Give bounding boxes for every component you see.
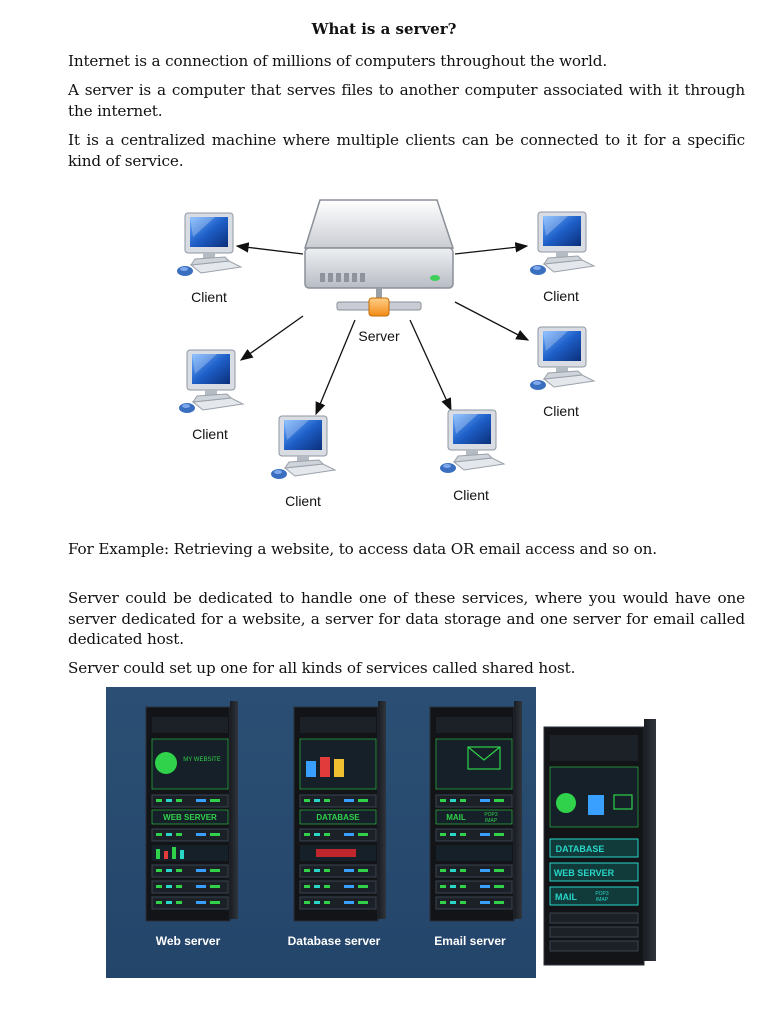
imap-panel-label: IMAP <box>485 818 498 824</box>
paragraph-shared-host: Server could set up one for all kinds of… <box>68 659 576 677</box>
page-title: What is a server? <box>311 20 457 38</box>
client-top-left: Client <box>176 212 242 305</box>
paragraph-dedicated-host: Server could be dedicated to handle one … <box>68 589 745 648</box>
email-server-rack: MAIL POP3 IMAP Email server <box>429 701 522 948</box>
web-server-caption: Web server <box>156 934 221 948</box>
client-top-right: Client <box>529 211 595 304</box>
database-panel-label: DATABASE <box>316 813 360 822</box>
client-label: Client <box>543 288 579 304</box>
shared-host-rack: DATABASE WEB SERVER MAIL POP3 IMAP <box>536 687 662 978</box>
client-label: Client <box>285 493 321 509</box>
client-bottom-right: Client <box>439 409 505 503</box>
shared-imap-label: IMAP <box>596 897 609 903</box>
paragraph-internet: Internet is a connection of millions of … <box>68 52 607 70</box>
shared-mail-label: MAIL <box>555 892 577 902</box>
paragraph-example: For Example: Retrieving a website, to ac… <box>68 540 657 558</box>
server-icon <box>303 199 455 317</box>
pop3-panel-label: POP3 <box>484 812 498 818</box>
database-server-rack: DATABASE Database server <box>288 701 386 948</box>
client-label: Client <box>543 403 579 419</box>
web-server-rack: MY WEBSITE WEB SERVER Web server <box>145 701 238 948</box>
shared-pop3-label: POP3 <box>595 891 609 897</box>
client-label: Client <box>192 426 228 442</box>
email-server-caption: Email server <box>434 934 506 948</box>
client-server-diagram: Server Client Client Client Client <box>176 199 595 509</box>
client-bottom-left: Client <box>270 415 336 509</box>
server-racks-illustration: MY WEBSITE WEB SERVER Web server DATABAS <box>106 687 662 978</box>
mail-panel-label: MAIL <box>446 813 466 822</box>
client-label: Client <box>453 487 489 503</box>
web-server-panel-label: WEB SERVER <box>163 813 217 822</box>
database-server-caption: Database server <box>288 934 381 948</box>
shared-database-label: DATABASE <box>556 844 605 854</box>
client-middle-right: Client <box>529 326 595 419</box>
client-middle-left: Client <box>178 349 244 442</box>
connection-arrows <box>235 242 530 416</box>
shared-web-server-label: WEB SERVER <box>554 868 615 878</box>
client-label: Client <box>191 289 227 305</box>
server-label: Server <box>358 328 400 344</box>
website-panel-label: MY WEBSITE <box>183 757 221 763</box>
paragraph-centralized: It is a centralized machine where multip… <box>68 131 745 170</box>
paragraph-server-definition: A server is a computer that serves files… <box>68 81 745 120</box>
